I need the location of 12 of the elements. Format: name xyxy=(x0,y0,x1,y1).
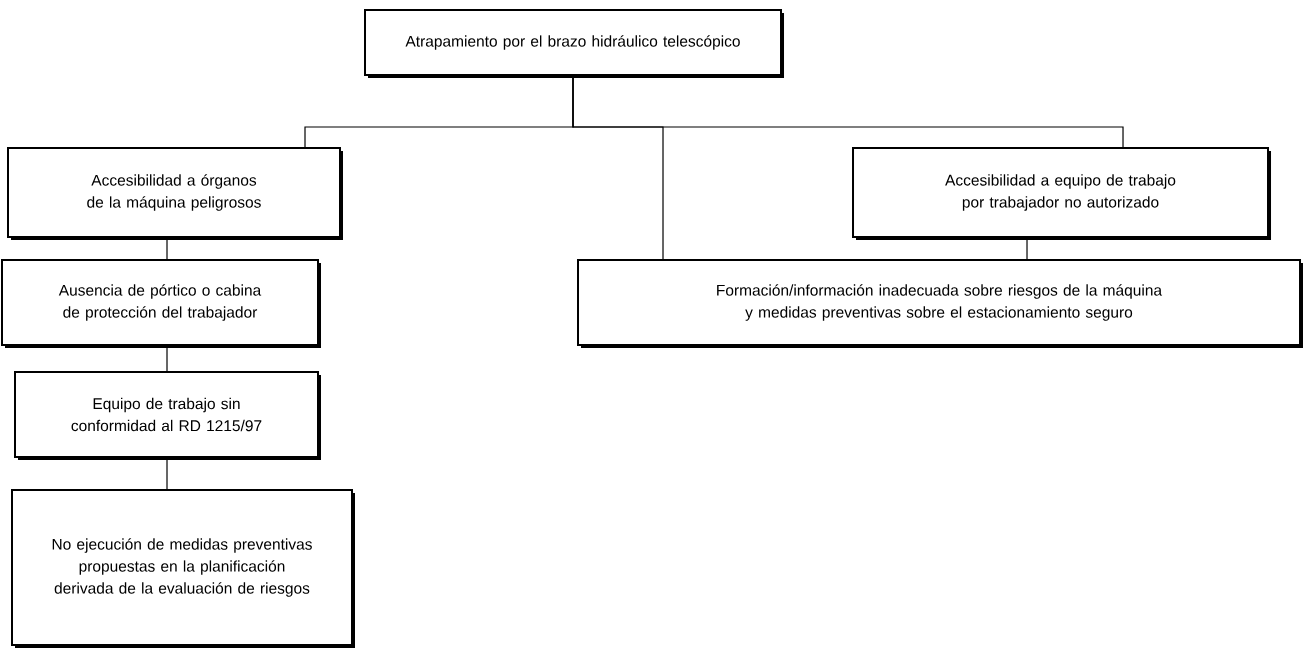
connector-line xyxy=(1026,237,1028,260)
connector-line xyxy=(166,457,168,490)
cause-box: No ejecución de medidas preventivas propuestas en la planificación derivada de la evaluación de riesgos xyxy=(11,489,355,648)
connector-line xyxy=(572,75,1124,148)
cause-box: Accesibilidad a equipo de trabajo por trabajador no autorizado xyxy=(852,147,1271,240)
cause-box: Accesibilidad a órganos de la máquina peligrosos xyxy=(7,147,343,240)
cause-box: Equipo de trabajo sin conformidad al RD 1215/97 xyxy=(14,371,321,460)
cause-box: Formación/información inadecuada sobre riesgos de la máquina y medidas preventivas sobre el estacionamiento seguro xyxy=(577,259,1303,348)
event-box: Atrapamiento por el brazo hidráulico telescópico xyxy=(364,9,784,78)
cause-box: Ausencia de pórtico o cabina de protección del trabajador xyxy=(1,259,321,348)
connector-line xyxy=(166,237,168,260)
connector-line xyxy=(166,345,168,372)
